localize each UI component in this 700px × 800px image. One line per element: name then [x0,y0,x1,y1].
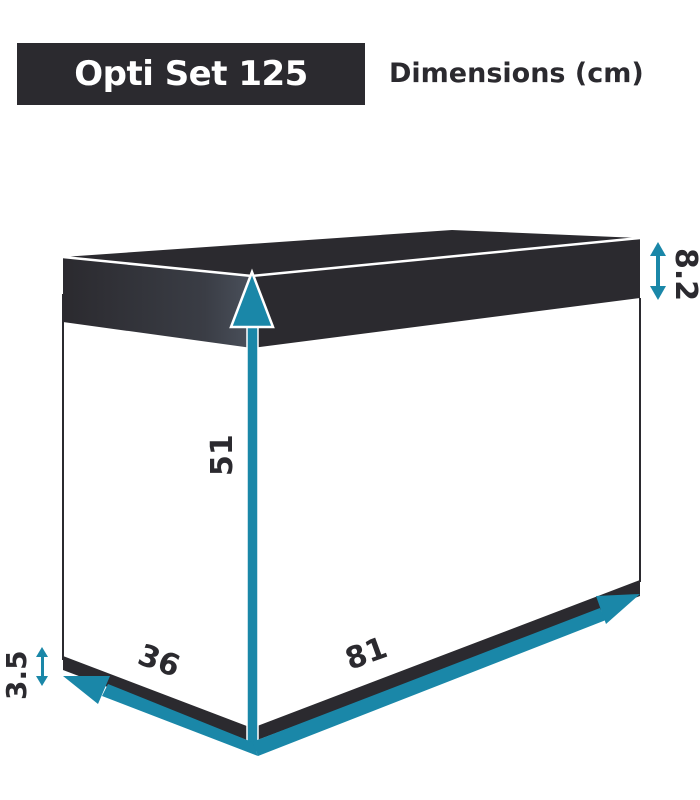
depth-arrow [63,676,258,756]
depth-label: 36 [133,638,184,685]
dimensions-heading: Dimensions (cm) [389,58,644,89]
cabinet-body [62,294,641,660]
width-arrow [252,594,640,756]
base-height-label: 3.5 [0,650,33,700]
width-label: 81 [341,630,392,677]
base-plinth [63,580,640,742]
base-height-arrow [36,647,48,686]
lid [62,230,641,348]
height-label: 51 [205,434,240,476]
lid-height-arrow [650,242,666,300]
lid-height-label: 8.2 [668,248,700,301]
product-title: Opti Set 125 [74,54,308,94]
product-title-box: Opti Set 125 [17,43,365,105]
